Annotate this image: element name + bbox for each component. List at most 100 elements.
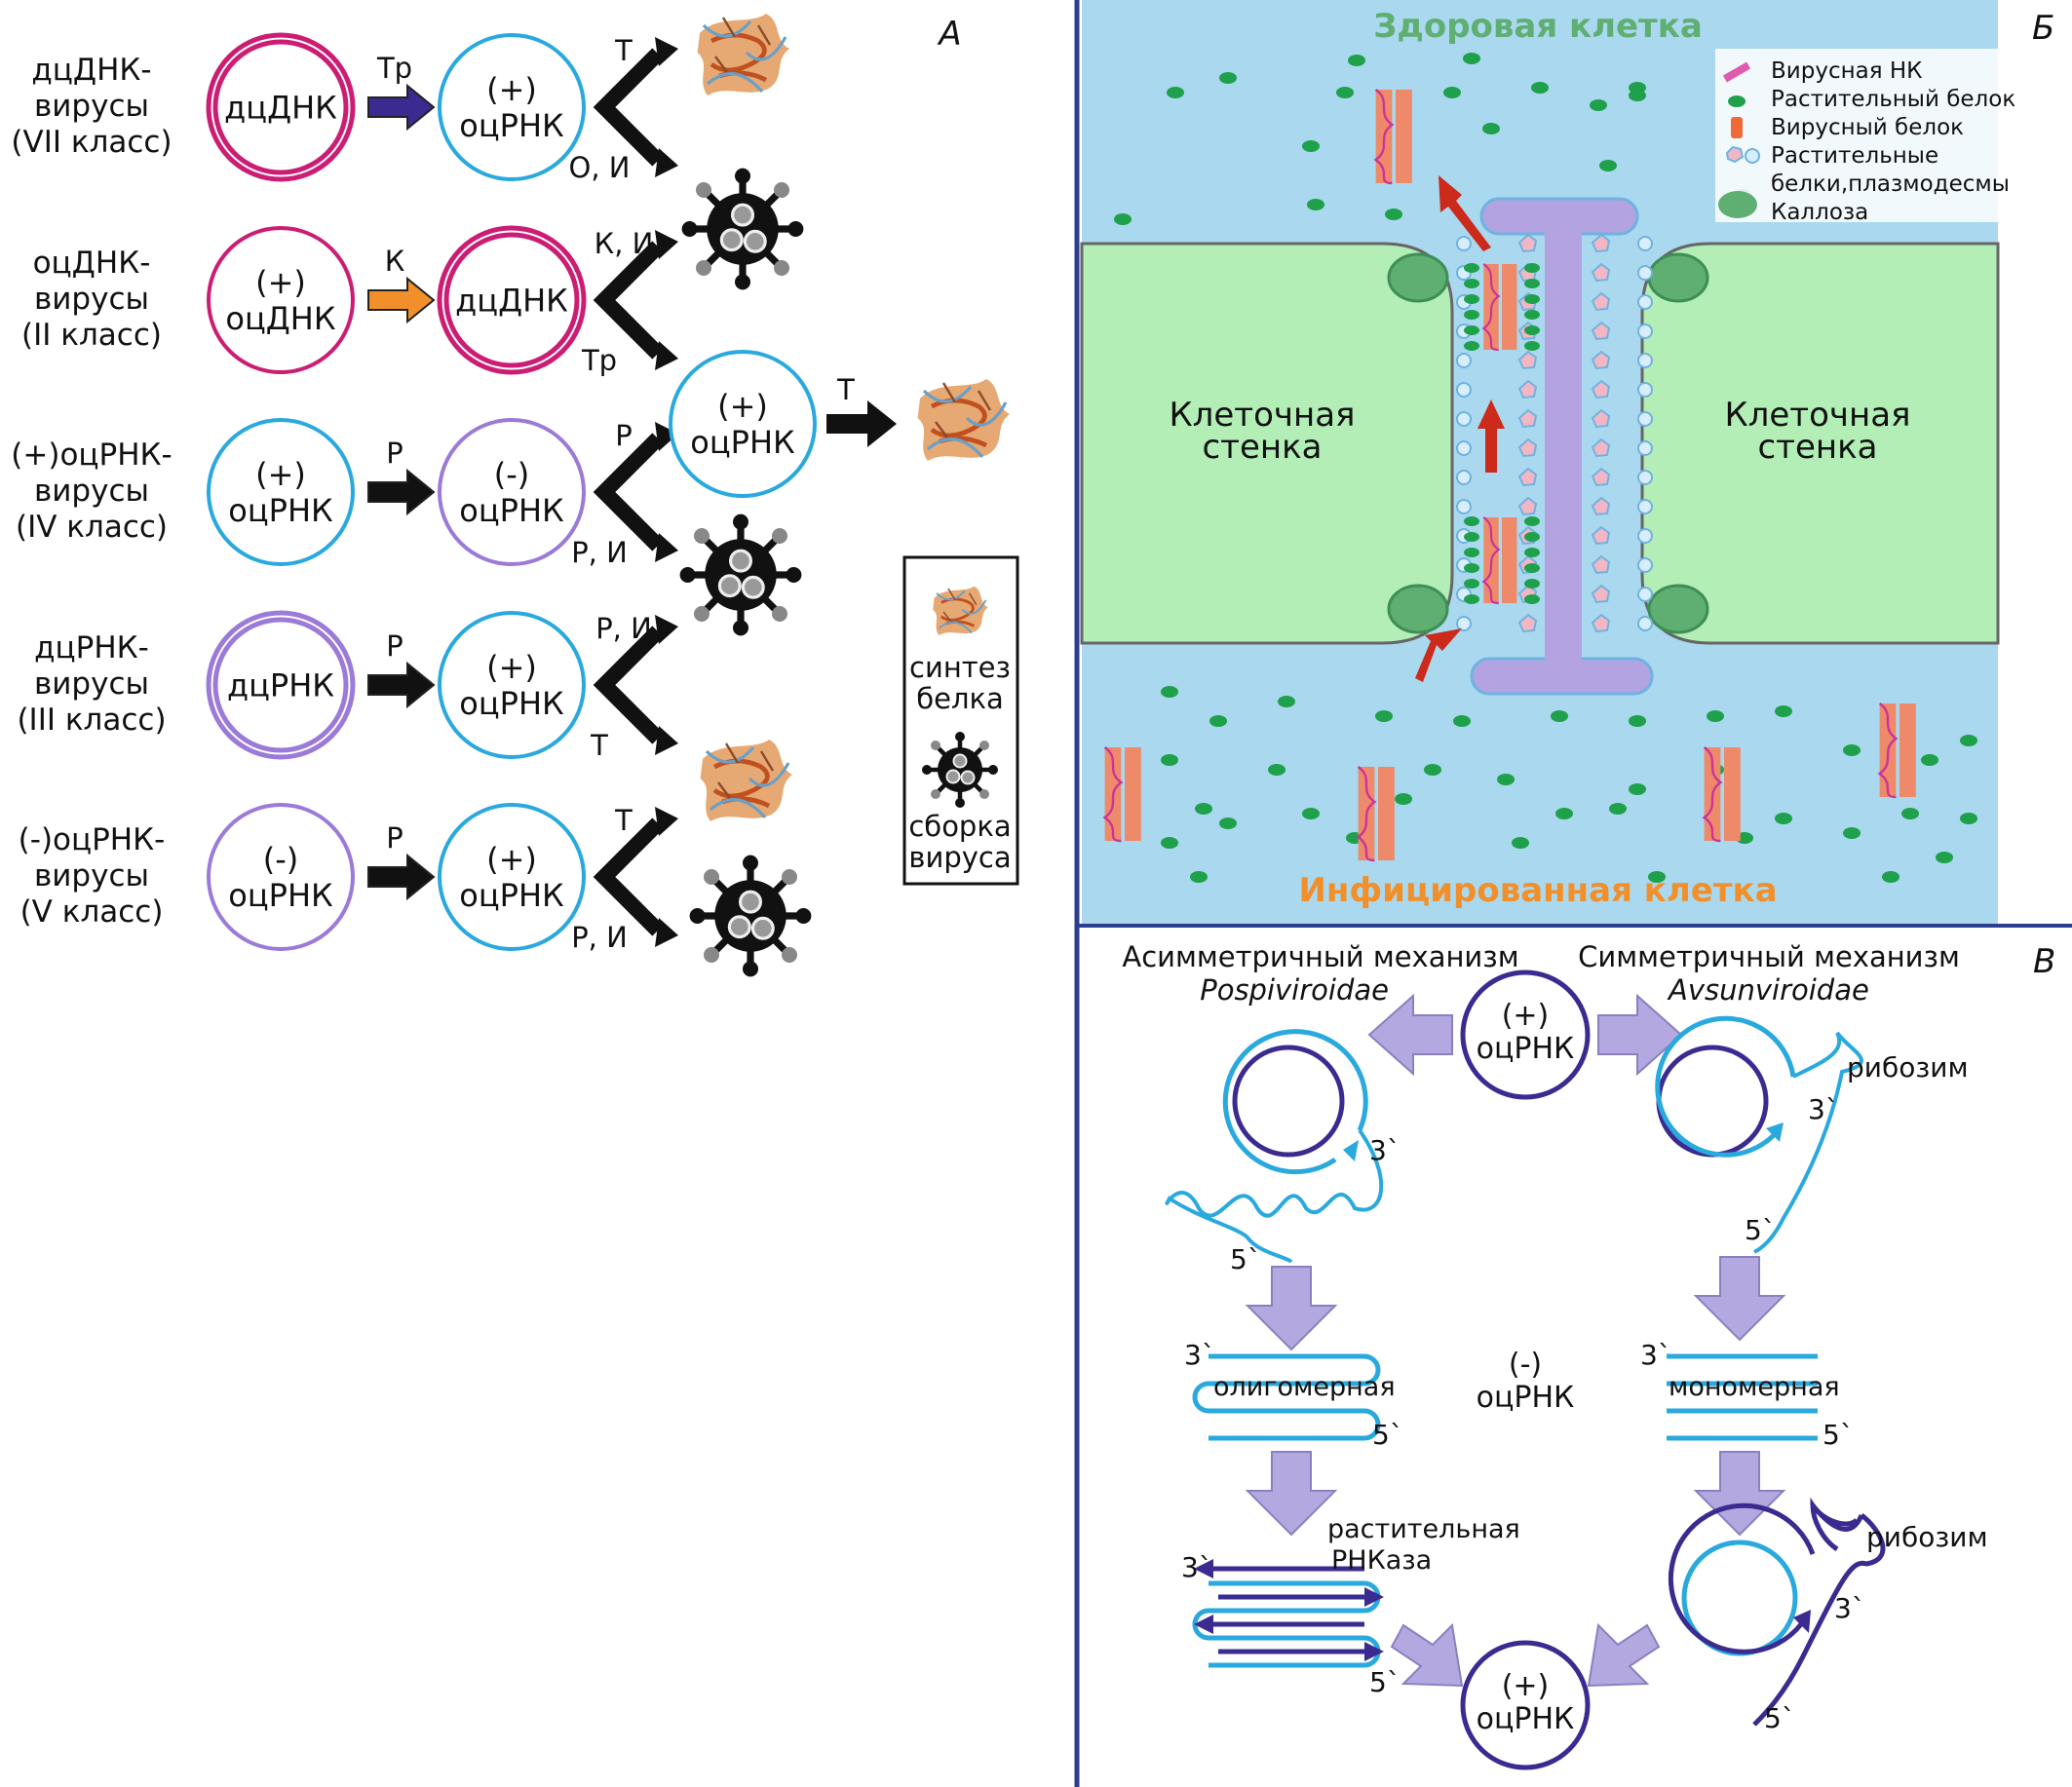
plant-protein-dot [1114, 213, 1132, 225]
flow-arrows [1245, 993, 1786, 1688]
row5-virus-icon [690, 855, 812, 977]
callose-deposits [1387, 252, 1709, 634]
plant-protein-dot [1775, 813, 1792, 824]
row4-protein-icon [701, 740, 792, 821]
legend-callose: Каллоза [1771, 200, 1868, 225]
right-bottom-circle [1668, 1497, 1886, 1727]
group-label-1-3: (VII класс) [11, 125, 172, 160]
lower-label-1: О, И [569, 151, 631, 184]
group-label-4-3: (III класс) [17, 703, 166, 738]
monomer-3end: 3` [1640, 1339, 1671, 1371]
panel-b-letter: Б [2032, 9, 2054, 48]
plasmodesma-protein [1456, 411, 1472, 427]
branch-bracket-4 [593, 626, 664, 744]
mid-node-text-5-0: (+) [486, 841, 537, 878]
process-label-3: Р [386, 437, 403, 470]
plant-protein-dot [1609, 803, 1627, 815]
start-node-text-2-0: (+) [255, 264, 306, 301]
group-label-5-3: (V класс) [20, 894, 164, 930]
plant-protein-dot [1190, 871, 1208, 883]
plant-protein-dot [1590, 99, 1607, 111]
plasmodesma-protein [1456, 440, 1472, 456]
mid-node-4 [438, 611, 586, 759]
plasmodesma [1470, 197, 1654, 696]
plant-protein-dot [1167, 87, 1184, 98]
lower-label-2: Тр [581, 344, 617, 377]
cell-wall-left [1080, 242, 1454, 645]
plant-protein-dot [1960, 735, 1977, 746]
group-label-1-2: вирусы [34, 89, 149, 124]
plant-protein-dot [1512, 837, 1529, 849]
rnase-label-2: РНКаза [1331, 1545, 1432, 1576]
upper-label-2: К, И [595, 227, 654, 260]
plasmodesma-protein [1591, 496, 1611, 516]
lower-label-3: Р, И [571, 536, 628, 569]
plant-protein-dot [1375, 710, 1393, 722]
row3-final-protein-icon [918, 379, 1010, 461]
plant-protein-dot [1302, 808, 1320, 819]
plant-protein-dot [1551, 710, 1568, 722]
plant-protein-dot [1302, 140, 1320, 152]
start-node-text-5-1: оцРНК [228, 877, 333, 914]
plant-protein-dot [1268, 764, 1285, 776]
plasmodesma-protein [1591, 291, 1611, 312]
viral-complex-in-channel [1464, 515, 1540, 605]
plasmodesma-protein [1517, 408, 1538, 429]
viral-complexes [1103, 88, 1918, 862]
panel-c: В Асимметричный механизм Pospiviroidae С… [1122, 940, 2055, 1770]
plasmodesma-protein [1637, 323, 1653, 339]
right-circle-3end: 3` [1808, 1093, 1839, 1125]
plasmodesma-protein [1517, 613, 1538, 633]
process-arrow-5 [367, 853, 436, 901]
rnase-label-1: растительная [1327, 1514, 1520, 1544]
row1-virus-icon [682, 169, 804, 290]
group-label-3-2: вирусы [34, 474, 149, 509]
start-node-3 [207, 418, 355, 566]
mid-node-text-1-0: (+) [486, 71, 537, 108]
replication-row-3: (+)оцРНК-вирусы(IV класс)(+)оцРНКР(-)оцР… [11, 418, 678, 569]
oligomer-label: олигомерная [1213, 1372, 1396, 1402]
plant-protein-dot [1497, 774, 1515, 785]
plasmodesma-protein [1517, 379, 1538, 399]
plasmodesma-protein [1637, 528, 1653, 544]
plasmodesma-protein [1637, 616, 1653, 631]
plant-protein-dot [1463, 53, 1480, 64]
arrow-top-right [1597, 993, 1683, 1077]
legend-plasmodesma-2: белки,плазмодесмы [1771, 171, 2010, 197]
start-node-text-4-0: дцРНК [227, 667, 334, 704]
left-family: Pospiviroidae [1200, 973, 1389, 1007]
legend-protein-1: синтез [909, 651, 1011, 684]
mid-node-1 [438, 33, 586, 181]
plant-protein-dot [1424, 764, 1441, 776]
healthy-cell-title: Здоровая клетка [1373, 7, 1703, 46]
plant-protein-dot [1307, 199, 1324, 210]
plasmodesma-protein [1637, 499, 1653, 514]
plasmodesma-protein [1637, 382, 1653, 398]
plasmodesma-protein [1591, 262, 1611, 283]
plasmodesma-protein [1591, 467, 1611, 487]
plasmodesma-protein [1637, 587, 1653, 602]
bottom-ribozyme: рибозим [1866, 1521, 1988, 1553]
wall-label-left-1: Клеточная [1169, 396, 1355, 435]
plasmodesma-protein [1591, 525, 1611, 546]
right-family: Avsunviroidae [1667, 973, 1869, 1007]
bottom-plus-rna-node: (+) оцРНК [1460, 1640, 1591, 1770]
wall-label-left-2: стенка [1202, 428, 1322, 467]
plasmodesma-protein [1637, 294, 1653, 310]
mid-node-3 [438, 418, 586, 566]
plasmodesma-protein [1517, 233, 1538, 253]
group-label-2-2: вирусы [34, 282, 149, 317]
upper-label-1: Т [614, 34, 633, 67]
wall-label-right-2: стенка [1757, 428, 1877, 467]
legend-viral-protein: Вирусный белок [1771, 115, 1964, 140]
arrow-right-down-1 [1693, 1256, 1786, 1342]
extra-arrow-label: Т [836, 373, 855, 406]
plant-protein-dot [1599, 160, 1617, 171]
legend-protein-2: белка [916, 682, 1004, 715]
replication-row-5: (-)оцРНК-вирусы(V класс)(-)оцРНКР(+)оцРН… [19, 803, 678, 954]
plasmodesma-protein [1456, 382, 1472, 398]
wall-label-right-1: Клеточная [1724, 396, 1910, 435]
plasmodesma-protein [1517, 467, 1538, 487]
